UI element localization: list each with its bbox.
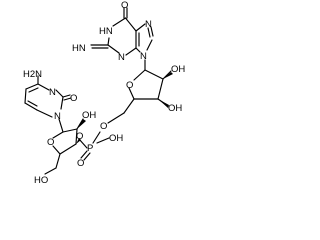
bond-n1-c2: [107, 37, 110, 46]
bond-c4-n3: [37, 83, 50, 91]
bond-o-p: [92, 131, 101, 144]
atom-phosphodiester-o-3: O: [76, 131, 83, 142]
bond-c2p-c3p: [157, 78, 164, 100]
wedge-c3p-top: [158, 99, 169, 108]
bond-c8-n9: [146, 39, 153, 51]
bond-c5-c4: [24, 88, 27, 104]
wedge-layer: [76, 72, 173, 144]
bond-c5p-o: [107, 112, 125, 124]
bond-c4-c5: [135, 30, 140, 49]
atom-bottom-sugar-o: O: [47, 137, 54, 148]
bond-c4p-o: [128, 87, 135, 100]
bond-o-c1p-bottom: [52, 131, 64, 139]
molecule-structure-svg: O HN HN N N N O OH OH O P OH O O H2N N O…: [23, 0, 185, 186]
atom-cytidine-nh2: H2N: [23, 69, 42, 80]
atom-guanine-n-imid: N: [145, 19, 152, 30]
atom-cytidine-o: O: [70, 93, 77, 104]
bond-n1-c1p-bottom: [58, 118, 64, 133]
bond-c4p-c5p-bottom: [55, 153, 61, 169]
bond-c1p-c2p: [144, 69, 164, 80]
atom-guanine-n-ring: N: [118, 52, 125, 63]
bond-c5-n7: [135, 23, 146, 32]
atom-bottom-sugar-oh-2: OH: [82, 110, 96, 121]
molecule-canvas: O HN HN N N N O OH OH O P OH O O H2N N O…: [23, 0, 185, 186]
atom-phosphorus: P: [87, 143, 93, 154]
atom-phosphate-o-double: O: [77, 158, 84, 169]
bond-c3p-c4p-bottom: [59, 143, 77, 155]
bond-o-c1p: [133, 69, 146, 81]
atom-phosphodiester-o-5: O: [100, 121, 107, 132]
bond-n1-c6: [36, 109, 53, 118]
atom-top-sugar-oh-3: OH: [168, 103, 182, 114]
bond-c2-n3: [107, 44, 120, 54]
bond-c6-n1: [112, 17, 127, 27]
bond-c5p-ho-bottom: [44, 167, 57, 175]
atom-top-sugar-oh-2: OH: [171, 64, 185, 75]
wedge-c3p-bottom: [76, 138, 81, 144]
bond-c2p-c3p-bottom: [75, 128, 78, 145]
bond-c4p-c5p: [123, 98, 135, 114]
atom-guanine-imine-nh: HN: [72, 43, 86, 54]
atom-cytidine-n-ring: N: [49, 87, 56, 98]
wedge-c2p-top: [163, 72, 173, 79]
bond-c6-o: [123, 7, 128, 19]
bond-n9-c4: [135, 47, 141, 53]
bond-n3-c4: [125, 47, 137, 56]
bond-c2-o: [62, 94, 72, 101]
atom-phosphate-oh: OH: [109, 133, 123, 144]
bond-c6-c5: [24, 100, 38, 111]
bond-c5-c6: [124, 17, 137, 32]
bond-c4-c4b: [25, 83, 39, 93]
bond-p-double-o: [80, 150, 91, 161]
bond-c1p-c2p-bottom: [62, 128, 78, 133]
bond-p-oh: [96, 137, 110, 144]
bond-layer: [24, 7, 172, 175]
bond-c2-n1: [60, 96, 64, 110]
bond-c4p-o-bottom: [52, 145, 61, 155]
atom-guanine-n9: N: [140, 51, 147, 62]
atom-guanine-o: O: [121, 0, 128, 11]
bond-c2-nh: [90, 44, 109, 49]
bond-n3-c2: [55, 89, 64, 98]
atom-guanine-n1h: HN: [99, 26, 113, 37]
atom-label-layer: O HN HN N N N O OH OH O P OH O O H2N N O…: [23, 0, 185, 186]
wedge-c2p-bottom: [77, 119, 86, 129]
atom-cytidine-n1: N: [54, 111, 61, 122]
bond-n7-c8: [147, 26, 154, 38]
atom-bottom-sugar-ho-5: HO: [34, 175, 48, 186]
bond-c2p-oh: [162, 70, 172, 80]
atom-top-sugar-o: O: [126, 80, 133, 91]
